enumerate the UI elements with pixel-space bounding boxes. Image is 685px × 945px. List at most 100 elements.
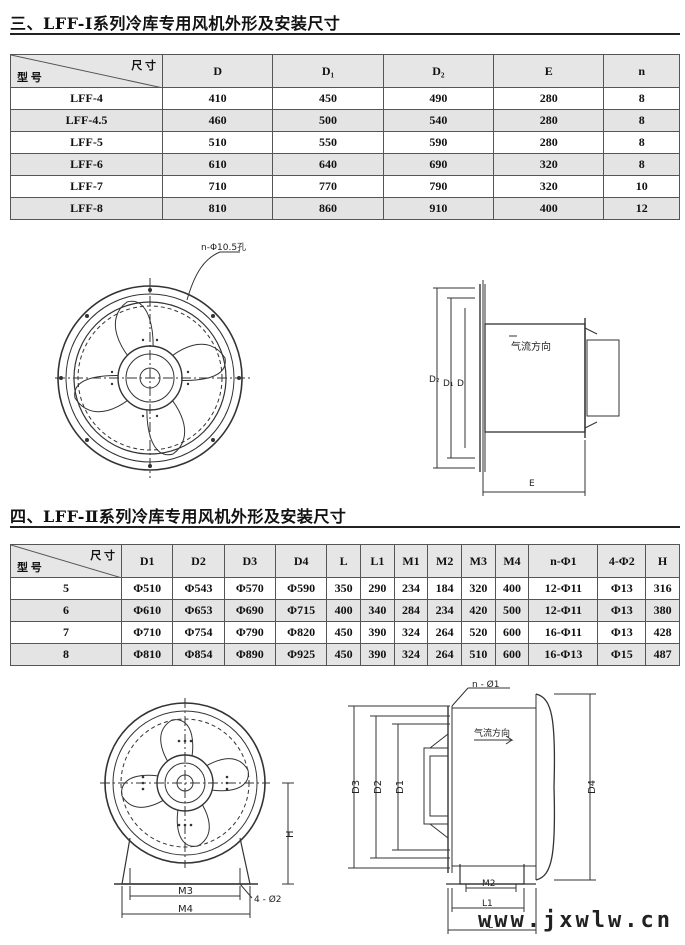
dim-d1-label: D1: [395, 780, 406, 794]
value-cell: 500: [494, 599, 530, 622]
value-cell: 600: [494, 621, 530, 644]
value-cell: 316: [645, 577, 680, 600]
table-lff2: 尺 寸 型 号 D1 D2 D3 D4 L L1 M1 M2 M3 M4 n-Φ…: [10, 544, 680, 666]
lff1-side-view-drawing: 气流方向 D₂ D₁ D E: [429, 280, 620, 496]
value-cell: 710: [161, 175, 274, 198]
value-cell: Φ710: [120, 621, 174, 644]
value-cell: 420: [461, 599, 496, 622]
value-cell: 400: [493, 197, 605, 220]
model-cell: LFF-4: [10, 87, 163, 110]
value-cell: 490: [382, 87, 495, 110]
column-header: M1: [393, 544, 429, 578]
value-cell: 910: [382, 197, 495, 220]
value-cell: 264: [427, 643, 462, 666]
dim-e-label: E: [529, 479, 535, 489]
value-cell: 510: [161, 131, 274, 154]
corner-label-model: 型 号: [17, 562, 42, 574]
value-cell: 810: [161, 197, 274, 220]
dim-m2-label: M2: [482, 879, 496, 889]
value-cell: Φ543: [172, 577, 225, 600]
value-cell: Φ15: [597, 643, 647, 666]
dim-d3-label: D3: [351, 780, 362, 794]
dim-nphi1-label: n - Ø1: [472, 679, 499, 690]
value-cell: 12-Φ11: [528, 599, 599, 622]
airflow-label: 气流方向: [474, 727, 510, 739]
value-cell: 8: [603, 131, 680, 154]
value-cell: 234: [393, 577, 429, 600]
dim-l1-label: L1: [482, 899, 493, 909]
corner-header-1: 尺 寸 型 号: [10, 54, 163, 88]
column-header: D2: [172, 544, 225, 578]
hole-label: n-Φ10.5孔: [201, 242, 246, 253]
corner-header-2: 尺 寸 型 号: [10, 544, 122, 578]
value-cell: 610: [161, 153, 274, 176]
lff1-front-view-drawing: n-Φ10.5孔: [55, 242, 250, 478]
model-cell: LFF-5: [10, 131, 163, 154]
column-header: L: [326, 544, 361, 578]
value-cell: 8: [603, 87, 680, 110]
airflow-label: 气流方向: [511, 340, 551, 353]
value-cell: 860: [272, 197, 384, 220]
lff2-front-view-drawing: H M3 M4 4 - Ø2: [100, 698, 296, 918]
model-cell: LFF-4.5: [10, 109, 163, 132]
dim-h-label: H: [285, 830, 296, 838]
value-cell: 16-Φ11: [528, 621, 599, 644]
dim-m3-label: M3: [178, 886, 193, 897]
column-header: D₁: [272, 54, 384, 88]
value-cell: 184: [427, 577, 462, 600]
section1-rule: [10, 33, 680, 35]
value-cell: 550: [272, 131, 384, 154]
column-header: M3: [461, 544, 496, 578]
value-cell: 324: [393, 621, 429, 644]
value-cell: 320: [493, 153, 605, 176]
value-cell: 324: [393, 643, 429, 666]
value-cell: 487: [645, 643, 680, 666]
value-cell: 770: [272, 175, 384, 198]
model-cell: LFF-6: [10, 153, 163, 176]
value-cell: 460: [161, 109, 274, 132]
value-cell: 280: [493, 87, 605, 110]
value-cell: 380: [645, 599, 680, 622]
value-cell: 390: [359, 621, 395, 644]
value-cell: 8: [603, 109, 680, 132]
diagonal-line: [11, 55, 163, 88]
value-cell: Φ13: [597, 577, 647, 600]
value-cell: 320: [493, 175, 605, 198]
column-header: 4-Φ2: [597, 544, 647, 578]
value-cell: 400: [326, 599, 361, 622]
column-header: D3: [223, 544, 276, 578]
value-cell: Φ610: [120, 599, 174, 622]
value-cell: 264: [427, 621, 462, 644]
dim-d1-label: D₁: [443, 379, 454, 389]
value-cell: 540: [382, 109, 495, 132]
column-header: n-Φ1: [528, 544, 599, 578]
lff2-side-view-drawing: n - Ø1 气流方向 D3 D2 D1 D4 M2 L1 L: [348, 679, 598, 934]
value-cell: 284: [393, 599, 429, 622]
value-cell: Φ790: [223, 621, 276, 644]
value-cell: 790: [382, 175, 495, 198]
model-cell: 7: [10, 621, 122, 644]
value-cell: 510: [461, 643, 496, 666]
value-cell: 640: [272, 153, 384, 176]
value-cell: 12: [603, 197, 680, 220]
dim-4phi2-label: 4 - Ø2: [254, 894, 282, 905]
model-cell: 8: [10, 643, 122, 666]
value-cell: Φ715: [274, 599, 328, 622]
value-cell: Φ570: [223, 577, 276, 600]
corner-label-size: 尺 寸: [131, 60, 156, 72]
value-cell: 450: [326, 643, 361, 666]
value-cell: 280: [493, 109, 605, 132]
value-cell: 234: [427, 599, 462, 622]
value-cell: 500: [272, 109, 384, 132]
value-cell: 280: [493, 131, 605, 154]
value-cell: 400: [494, 577, 530, 600]
model-cell: 5: [10, 577, 122, 600]
value-cell: 520: [461, 621, 496, 644]
model-cell: 6: [10, 599, 122, 622]
section2-rule: [10, 526, 680, 528]
